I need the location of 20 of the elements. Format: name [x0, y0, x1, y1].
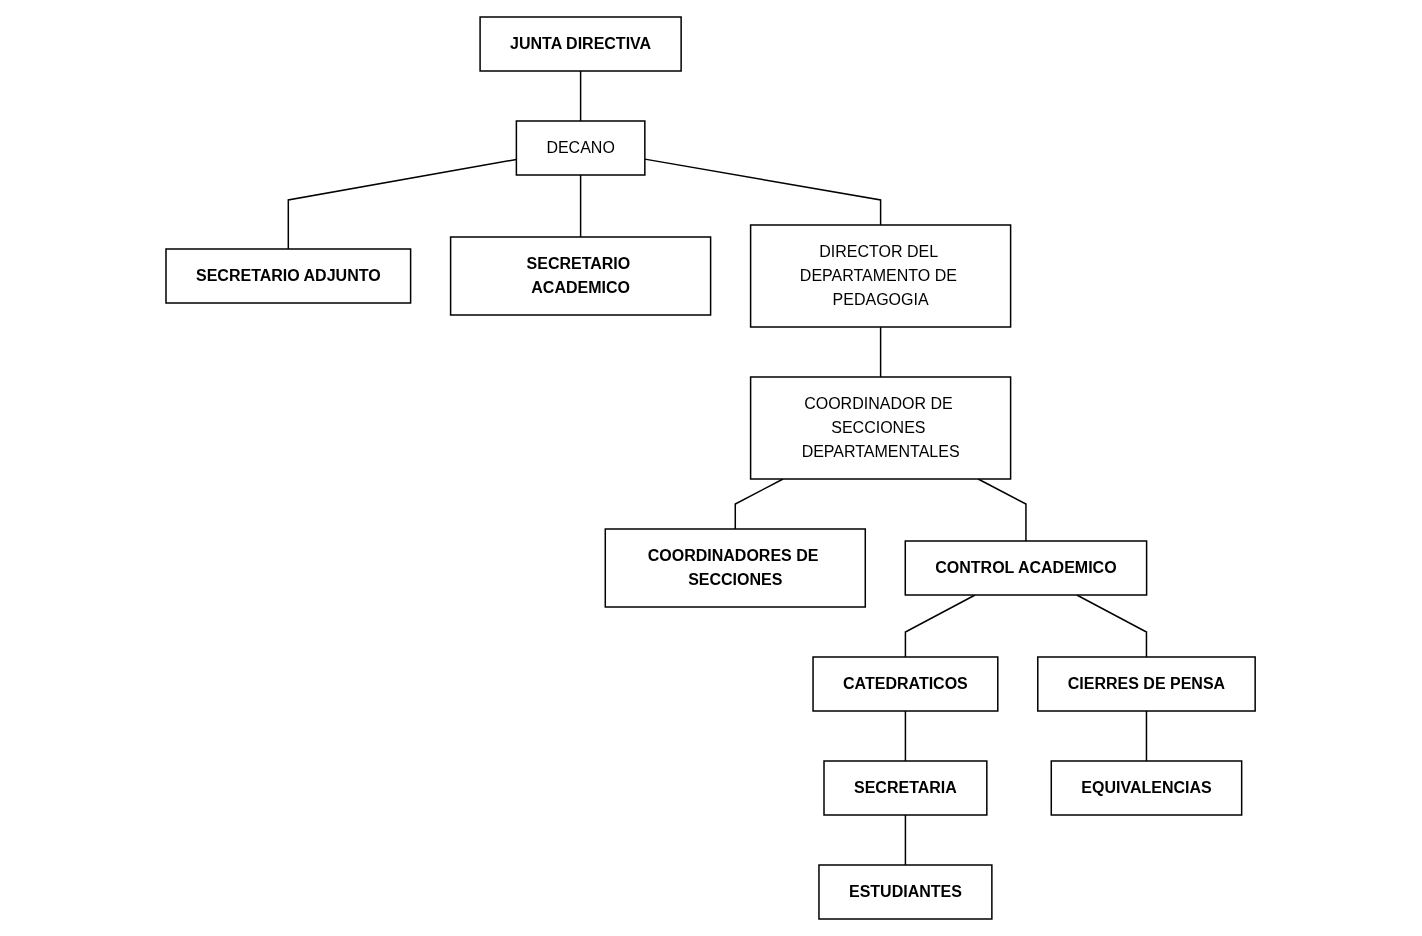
node-box: CATEDRATICOS [812, 656, 999, 712]
connector [580, 174, 582, 238]
node-box: ESTUDIANTES [818, 864, 994, 920]
connector [905, 710, 907, 762]
node-box: SECRETARIO ACADEMICO [450, 236, 712, 316]
connector [580, 70, 582, 122]
connector [880, 326, 882, 378]
node-box: SECRETARIO ADJUNTO [165, 248, 412, 304]
node-box: COORDINADOR DE SECCIONES DEPARTAMENTALES [750, 376, 1012, 480]
node-box: CONTROL ACADEMICO [904, 540, 1148, 596]
node-box: CIERRES DE PENSA [1037, 656, 1257, 712]
node-box: SECRETARIA [823, 760, 988, 816]
connector [1146, 710, 1148, 762]
connector [1076, 594, 1148, 658]
node-box: DIRECTOR DEL DEPARTAMENTO DE PEDAGOGIA [750, 224, 1012, 328]
node-box: DECANO [516, 120, 646, 176]
node-box: JUNTA DIRECTIVA [479, 16, 683, 72]
connector [905, 814, 907, 866]
node-box: EQUIVALENCIAS [1050, 760, 1243, 816]
node-box: COORDINADORES DE SECCIONES [604, 528, 867, 608]
